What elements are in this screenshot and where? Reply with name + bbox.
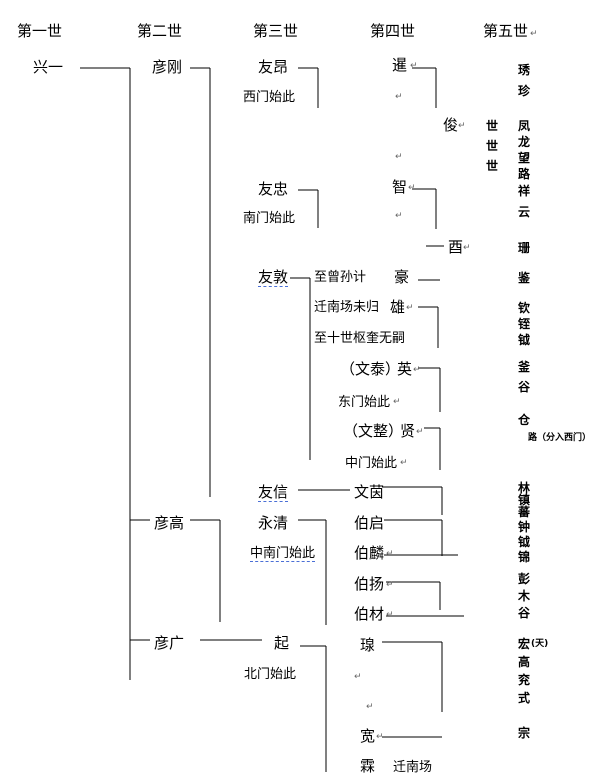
gen5-yun: 云	[518, 205, 531, 219]
paragraph-mark: ↵	[386, 549, 394, 559]
person-xing-yi: 兴一	[33, 58, 64, 76]
person-xiong: 雄	[390, 298, 406, 316]
gen5-cang: 仓	[518, 413, 531, 427]
gen5-qin: 钦	[518, 301, 531, 315]
person-you-dun: 友敦	[258, 268, 289, 287]
paragraph-mark: ↵	[393, 397, 401, 407]
prefix-wen-zheng: （文整）	[343, 422, 404, 440]
gen5-xiang: 祥	[518, 184, 531, 198]
note-ying: 东门始此	[338, 395, 391, 410]
note-yong-qing: 中南门始此	[250, 546, 316, 562]
gen5-yue: 钺	[518, 333, 531, 347]
paragraph-mark: ↵	[463, 243, 471, 253]
person-yan-gang: 彦刚	[152, 58, 183, 76]
header-gen1: 第一世	[17, 22, 63, 40]
person-quan: 瑔	[360, 636, 376, 654]
person-xian-2: 贤	[400, 422, 416, 440]
gen5-mu: 木	[518, 589, 531, 603]
gen5-yue-2: 钺	[518, 535, 531, 549]
person-yong-qing: 永清	[258, 514, 289, 532]
paragraph-mark: ↵	[410, 61, 418, 71]
paragraph-mark: ↵	[408, 183, 416, 193]
person-wen-yin: 文茵	[354, 483, 385, 501]
person-xian: 暹	[392, 56, 408, 74]
person-you-xin: 友信	[258, 483, 289, 502]
header-gen2: 第二世	[137, 22, 183, 40]
note-lin: 迁南场	[393, 760, 433, 775]
gen5-tian-paren: (天)	[531, 639, 549, 649]
header-gen3: 第三世	[253, 22, 299, 40]
person-you-zhong: 友忠	[258, 180, 289, 198]
gen5-long: 龙	[518, 135, 531, 149]
gen5-fu: 釜	[518, 360, 531, 374]
paragraph-mark: ↵	[395, 211, 403, 221]
gen5-wang: 望	[518, 151, 531, 165]
person-yan-guang: 彦广	[154, 634, 185, 652]
person-kuan: 宽	[360, 727, 376, 745]
person-yan-gao: 彦高	[154, 514, 185, 532]
gen5-zhen-2: 镇	[518, 493, 531, 507]
gen5-zhen: 珍	[518, 84, 531, 98]
gen5-xiu: 琇	[518, 63, 531, 77]
note-xiong: 迁南场未归	[314, 300, 380, 315]
gen5-feng: 凤	[518, 119, 531, 133]
gen5-shi-2: 世	[486, 139, 499, 153]
paragraph-mark: ↵	[458, 121, 466, 131]
person-bo-cai: 伯材	[354, 605, 385, 623]
gen5-gu-2: 谷	[518, 606, 531, 620]
paragraph-mark: ↵	[413, 365, 421, 375]
paragraph-mark: ↵	[530, 29, 538, 39]
prefix-wen-tai: （文泰）	[340, 360, 401, 378]
person-qi: 起	[274, 634, 290, 652]
person-jun: 俊	[443, 116, 459, 134]
header-gen4: 第四世	[370, 22, 416, 40]
paragraph-mark: ↵	[400, 458, 408, 468]
person-you: 酉	[448, 238, 464, 256]
note-xian-2: 中门始此	[345, 456, 398, 471]
paragraph-mark: ↵	[406, 303, 414, 313]
note-xiong-2: 至十世枢奎无嗣	[314, 331, 406, 346]
paragraph-mark: ↵	[386, 580, 394, 590]
paragraph-mark: ↵	[386, 610, 394, 620]
person-bo-yang: 伯扬	[354, 575, 385, 593]
person-hao: 豪	[394, 268, 410, 286]
gen5-gao: 高	[518, 655, 531, 669]
header-gen5: 第五世	[483, 22, 529, 40]
person-ying: 英	[397, 360, 413, 378]
gen5-gu: 谷	[518, 380, 531, 394]
person-lin: 霖	[360, 757, 376, 775]
person-bo-qi: 伯启	[354, 514, 385, 532]
paragraph-mark: ↵	[354, 672, 362, 682]
paragraph-mark: ↵	[395, 92, 403, 102]
person-bo-lin: 伯麟	[354, 544, 385, 562]
gen5-zhong: 钟	[518, 520, 531, 534]
gen5-lin: 林	[518, 481, 531, 495]
gen5-hong: 宏	[518, 637, 531, 651]
gen5-shi: 式	[518, 691, 531, 705]
paragraph-mark: ↵	[416, 427, 424, 437]
paragraph-mark: ↵	[376, 732, 384, 742]
person-zhi: 智	[392, 178, 408, 196]
paragraph-mark: ↵	[366, 702, 374, 712]
gen5-zhi: 铚	[518, 317, 531, 331]
note-qi: 北门始此	[244, 667, 297, 682]
note-you-zhong: 南门始此	[243, 211, 296, 226]
gen5-jin: 锦	[518, 550, 531, 564]
gen5-yan: 兖	[518, 673, 531, 687]
gen5-shan: 珊	[518, 241, 531, 255]
gen5-shi-3: 世	[486, 159, 499, 173]
gen5-peng: 彭	[518, 572, 531, 586]
note-you-ang: 西门始此	[243, 90, 296, 105]
gen5-zong: 宗	[518, 726, 531, 740]
gen5-fan: 蕃	[518, 505, 531, 519]
person-you-ang: 友昂	[258, 58, 289, 76]
gen5-jian: 鉴	[518, 271, 531, 285]
note-hao: 至曾孙计	[314, 270, 367, 285]
paragraph-mark: ↵	[395, 152, 403, 162]
gen5-lu-note: 路（分入西门）	[528, 433, 592, 443]
gen5-lu: 路	[518, 167, 531, 181]
gen5-shi-1: 世	[486, 119, 499, 133]
